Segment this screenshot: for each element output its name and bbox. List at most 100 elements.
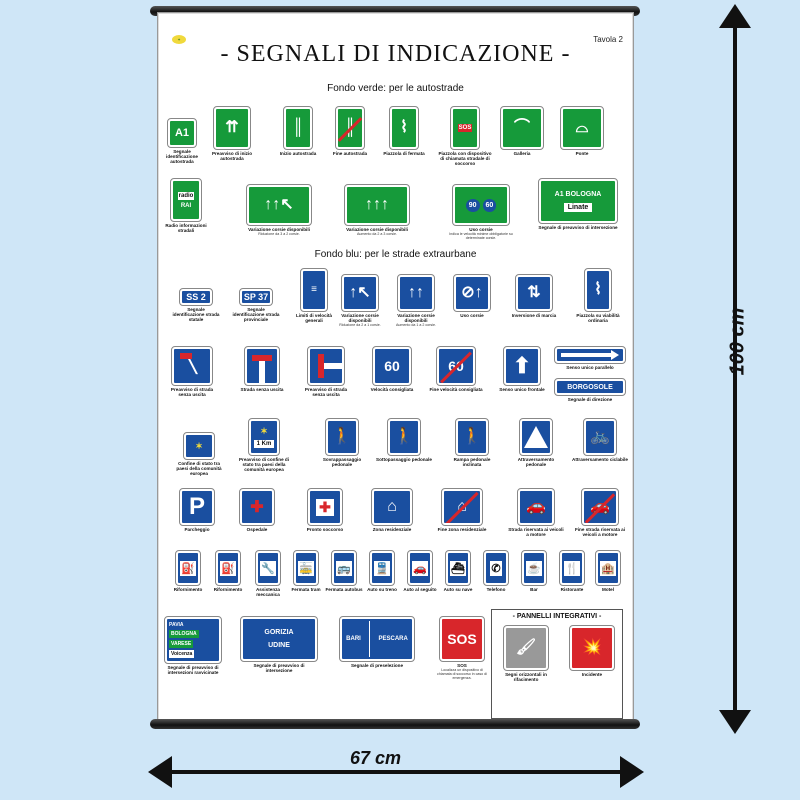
motel-icon: 🏨 xyxy=(595,550,621,586)
voicenza-label: Voicenza xyxy=(169,650,195,658)
caption: Sovrappassaggio pedonale xyxy=(322,457,362,467)
caption: Fermata tram xyxy=(291,587,321,592)
gorizia-label: GORIZIA xyxy=(264,629,294,636)
first-aid-icon: ✚ xyxy=(307,488,343,526)
sign-confine-stato: ✶ Confine di stato tra paesi della comun… xyxy=(172,432,226,476)
bologna-plate: A1 BOLOGNA Linate xyxy=(538,178,618,224)
caption: Segnale di preavviso di intersezioni rav… xyxy=(167,665,219,675)
caption: Strada riservata ai veicoli a motore xyxy=(508,527,564,537)
caption: Fine zona residenziale xyxy=(437,527,487,532)
caption: Segnale identificazione strada statale xyxy=(172,307,220,322)
caption: Segnale di preselezione xyxy=(350,663,404,668)
sign-sovrappasso: 🚶 Sovrappassaggio pedonale xyxy=(314,418,370,467)
distance-label: 1 Km xyxy=(253,440,275,448)
caption: Auto al seguito xyxy=(403,587,437,592)
sign-preavviso-confine: ✶ 1 Km Preavviso di confine di stato tra… xyxy=(234,418,294,472)
caption: Senso unico parallelo xyxy=(566,365,614,370)
caption: Senso unico frontale xyxy=(499,387,545,392)
sign-motel: 🏨 Motel xyxy=(590,550,626,592)
sign-fine-velocita: 60 Fine velocità consigliata xyxy=(428,346,484,392)
sign-radio: radio RAI Radio informazioni stradali xyxy=(162,178,210,233)
caption: Fine autostrada xyxy=(332,151,368,156)
caption: Radio informazioni stradali xyxy=(165,223,207,233)
pedestrian-ramp-icon: 🚶 xyxy=(455,418,489,456)
caption: Ospedale xyxy=(246,527,268,532)
caption: Motel xyxy=(602,587,614,592)
sos-plate: SOS xyxy=(439,616,485,662)
caption: Segni orizzontali in rifacimento xyxy=(505,672,547,682)
motorway-ahead-icon: ⇈ xyxy=(213,106,251,150)
radio-plate: radio RAI xyxy=(170,178,202,222)
sign-auto-seguito: 🚗 Auto al seguito xyxy=(400,550,440,592)
caption: Strada senza uscita xyxy=(240,387,284,392)
sign-fine-zona-residenziale: ⌂ Fine zona residenziale xyxy=(434,488,490,532)
residential-zone-icon: ⌂ xyxy=(371,488,413,526)
bari-label: BARI xyxy=(346,636,361,642)
supplementary-panels-box: - PANNELLI INTEGRATIVI - 🖌 Segni orizzon… xyxy=(491,609,623,719)
sign-assistenza: 🔧 Assistenza meccanica xyxy=(248,550,288,597)
section-green-heading: Fondo verde: per le autostrade xyxy=(327,83,464,94)
lane-increase-icon: ↑↑↑ xyxy=(344,184,410,226)
sign-attraversamento-pedonale: Attraversamento pedonale xyxy=(508,418,564,467)
caption: Uso corsie xyxy=(460,313,484,318)
caption: Segnale identificazione strada provincia… xyxy=(232,307,280,322)
sign-zona-residenziale: ⌂ Zona residenziale xyxy=(364,488,420,532)
road-signs-poster: ✦ Tavola 2 - SEGNALI DI INDICAZIONE - Fo… xyxy=(157,12,634,722)
sign-fine-autostrada: ║ Fine autostrada xyxy=(326,106,374,156)
border-ahead-plate: ✶ 1 Km xyxy=(248,418,280,456)
caption: Zona residenziale xyxy=(372,527,412,532)
sos-layby-icon: SOS xyxy=(450,106,480,150)
caption: Bar xyxy=(530,587,538,592)
caption: Incidente xyxy=(581,672,603,677)
a1-plate: A1 xyxy=(167,118,197,148)
height-label: 100 cm xyxy=(726,307,749,376)
caption: Fine strada riservata ai veicoli a motor… xyxy=(574,527,626,537)
bridge-icon: ⌓ xyxy=(560,106,604,150)
one-way-parallel-icon xyxy=(554,346,626,364)
sign-inversione: ⇅ Inversione di marcia xyxy=(506,274,562,318)
min-speed-90: 90 xyxy=(465,198,480,212)
red-cross-icon: ✚ xyxy=(250,499,264,516)
linate-label: Linate xyxy=(563,202,593,212)
sign-bar: ☕ Bar xyxy=(514,550,554,592)
sign-bari: BARI PESCARA Segnale di preselezione xyxy=(338,616,416,668)
bologna-label: BOLOGNA xyxy=(169,630,199,638)
sign-velocita-consigliata: 60 Velocità consigliata xyxy=(364,346,420,392)
sign-attraversamento-ciclabile: 🚲 Attraversamento ciclabile xyxy=(572,418,628,462)
caption: Segnale identificazione autostrada xyxy=(166,149,198,164)
caption: Assistenza meccanica xyxy=(255,587,280,597)
supplementary-panels-title: - PANNELLI INTEGRATIVI - xyxy=(512,613,602,620)
sign-sp37: SP 37 Segnale identificazione strada pro… xyxy=(232,288,280,322)
caption: Fine velocità consigliata xyxy=(429,387,483,392)
caption: Ponte xyxy=(575,151,589,156)
caption: Preavviso di strada senza uscita xyxy=(304,387,348,397)
caption: Auto su nave xyxy=(443,587,473,592)
sos-label: SOS xyxy=(457,124,473,132)
borgosole-plate: BORGOSOLE xyxy=(554,378,626,396)
sign-limiti: ≡ Limiti di velocità generali xyxy=(294,268,334,323)
sign-sottopasso: 🚶 Sottopassaggio pedonale xyxy=(376,418,432,462)
caption: Telefono xyxy=(486,587,506,592)
caption: Preavviso di strada senza uscita xyxy=(170,387,214,397)
caption: Sottopassaggio pedonale xyxy=(376,457,432,462)
caption: Inversione di marcia xyxy=(511,313,557,318)
caption: Segnale di preavviso di intersezione xyxy=(538,225,618,230)
ss2-plate: SS 2 xyxy=(179,288,213,306)
pavia-label: PAVIA xyxy=(169,622,184,628)
red-cross-icon: ✚ xyxy=(316,498,334,516)
caption: Piazzola di fermata xyxy=(383,151,425,156)
sign-rifornimento-2: ⛽ Rifornimento xyxy=(208,550,248,592)
caption: Parcheggio xyxy=(184,527,210,532)
sign-uso-corsie-2: ⊘↑ Uso corsie xyxy=(444,274,500,318)
caption: Fermata autobus xyxy=(325,587,363,592)
sign-bologna: A1 BOLOGNA Linate Segnale di preavviso d… xyxy=(538,178,618,230)
sign-pavia: PAVIA BOLOGNA VARESE Voicenza Segnale di… xyxy=(162,616,224,675)
lane-use-icon: 90 60 xyxy=(452,184,510,226)
radio-label: radio xyxy=(177,191,195,200)
pedestrian-crossing-icon xyxy=(519,418,553,456)
